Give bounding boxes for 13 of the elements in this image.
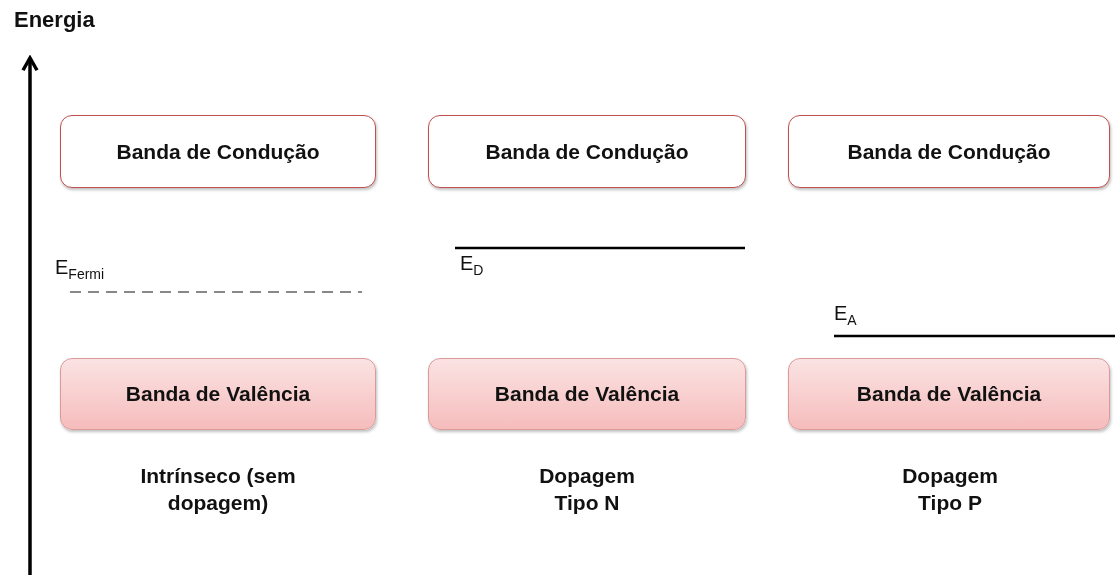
energy-level-label: E$_{Fermi}$ <box>55 255 105 284</box>
column-caption: Dopagem Tipo P <box>901 463 999 517</box>
conduction-band-box: Banda de Condução <box>428 115 746 188</box>
valence-band-box: Banda de Valência <box>60 358 376 430</box>
energy-level-label: E$_{D}$ <box>460 251 484 280</box>
valence-band-box: Banda de Valência <box>788 358 1110 430</box>
conduction-band-box: Banda de Condução <box>60 115 376 188</box>
column-caption: Dopagem Tipo N <box>538 463 636 517</box>
conduction-band-box: Banda de Condução <box>788 115 1110 188</box>
axis-label: Energia <box>14 6 95 34</box>
valence-band-box: Banda de Valência <box>428 358 746 430</box>
column-caption: Intrínseco (sem dopagem) <box>139 463 297 517</box>
energy-level-label: E$_{A}$ <box>834 301 857 330</box>
